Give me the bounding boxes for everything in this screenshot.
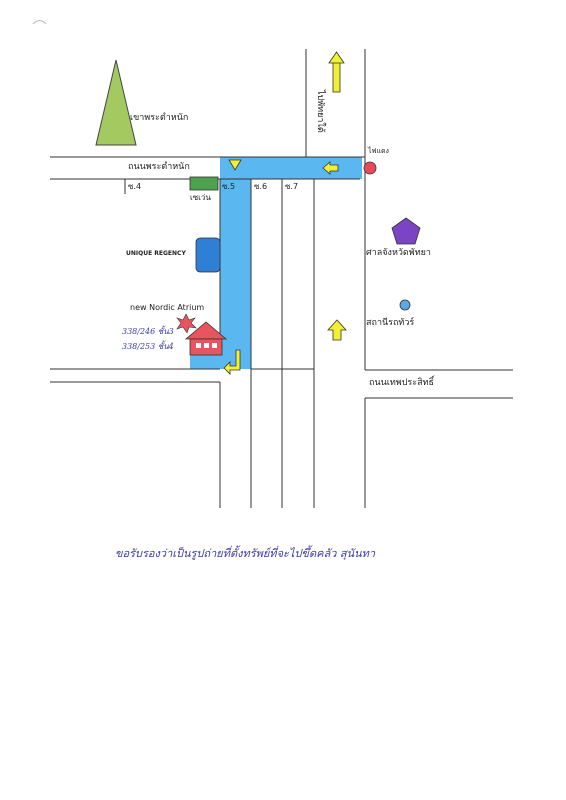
up-arrow-icon bbox=[328, 51, 345, 93]
station-label: สถานีรถทัวร์ bbox=[366, 318, 415, 328]
soi-7-label: ซ.7 bbox=[285, 182, 299, 191]
seven-eleven-label: เซเว่น bbox=[190, 193, 211, 202]
star-icon bbox=[176, 313, 197, 334]
hill-icon bbox=[95, 59, 137, 146]
address-line-2: 338/253 ชั้น4 bbox=[122, 342, 174, 351]
turn-left-arrow-icon bbox=[223, 349, 241, 375]
vertical-road-label: ไปพัทยาใต้ bbox=[315, 90, 325, 133]
house-icon bbox=[184, 321, 228, 356]
new-nordic-label: new Nordic Atrium bbox=[130, 303, 205, 312]
city-shrine-icon bbox=[391, 217, 421, 245]
soi-4-label: ซ.4 bbox=[128, 182, 142, 191]
route-highlight bbox=[190, 157, 362, 369]
traffic-light-icon bbox=[363, 161, 377, 175]
address-line-1: 338/246 ชั้น3 bbox=[122, 327, 174, 336]
city-shrine-label: ศาลจังหวัดพัทยา bbox=[366, 248, 431, 258]
hill-label: เขาพระตำหนัก bbox=[130, 113, 189, 123]
down-arrow-icon bbox=[228, 159, 242, 171]
north-road-label: ถนนพระตำหนัก bbox=[128, 162, 190, 172]
soi-5-label: ซ.5 bbox=[222, 182, 236, 191]
unique-regency-label: UNIQUE REGENCY bbox=[126, 250, 186, 257]
unique-regency-marker bbox=[195, 237, 221, 273]
corner-mark bbox=[32, 20, 47, 25]
station-icon bbox=[399, 299, 411, 311]
seven-eleven-marker bbox=[189, 176, 219, 191]
handwritten-note: ขอรับรองว่าเป็นรูปถ่ายที่ตั้งทรัพย์ที่จะ… bbox=[115, 547, 376, 560]
left-arrow-icon bbox=[322, 161, 339, 175]
south-road-label: ถนนเทพประสิทธิ์ bbox=[369, 378, 434, 388]
traffic-light-label: ไฟแดง bbox=[368, 147, 389, 155]
soi-6-label: ซ.6 bbox=[254, 182, 268, 191]
up-arrow-small-icon bbox=[327, 319, 347, 341]
road-lines bbox=[50, 49, 513, 508]
